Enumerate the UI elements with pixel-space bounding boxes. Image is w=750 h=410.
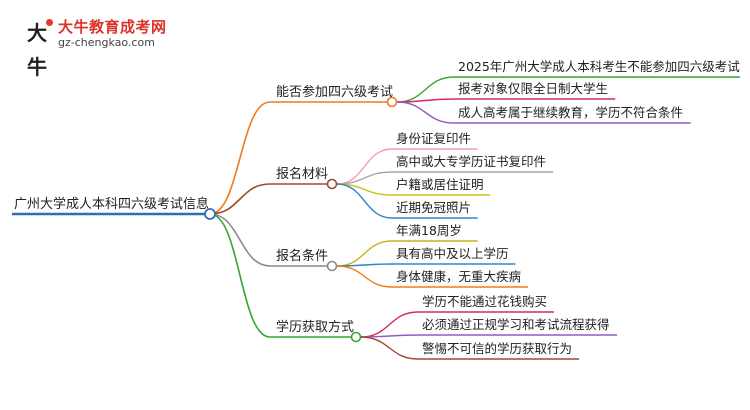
branch-node-circle <box>386 96 398 108</box>
site-logo: 大牛 大牛教育成考网 gz-chengkao.com <box>18 14 178 79</box>
branch-connector <box>209 101 271 215</box>
leaf-topic: 身份证复印件 <box>396 131 471 146</box>
branch-topic: 学历获取方式 <box>276 319 354 335</box>
branch-topic: 报名材料 <box>276 166 328 182</box>
leaf-topic: 近期免冠照片 <box>396 200 471 215</box>
leaf-topic: 年满18周岁 <box>396 223 462 238</box>
mindmap-nodes: 广州大学成人本科四六级考试信息 能否参加四六级考试 2025年广州大学成人本科考生不… <box>14 59 740 356</box>
root-topic: 广州大学成人本科四六级考试信息 <box>14 196 209 212</box>
leaf-topic: 具有高中及以上学历 <box>396 246 509 261</box>
leaf-connector <box>336 183 393 219</box>
leaf-topic: 学历不能通过花钱购买 <box>422 294 547 309</box>
leaf-connector <box>336 265 393 288</box>
branch-connector <box>209 213 271 267</box>
leaf-topic: 必须通过正规学习和考试流程获得 <box>422 317 610 332</box>
branch-topic: 报名条件 <box>276 248 328 264</box>
logo-mark-icon: 大牛 <box>20 16 54 79</box>
leaf-topic: 2025年广州大学成人本科考生不能参加四六级考试 <box>458 59 740 74</box>
logo-site-name: 大牛教育成考网 <box>58 18 167 36</box>
logo-site-url: gz-chengkao.com <box>58 36 155 49</box>
branch-node-circle <box>326 260 338 272</box>
branch-connector <box>209 183 271 215</box>
branch-node-circle <box>350 331 362 343</box>
leaf-topic: 高中或大专学历证书复印件 <box>396 154 546 169</box>
leaf-connector <box>360 336 419 360</box>
leaf-topic: 成人高考属于继续教育，学历不符合条件 <box>458 105 683 120</box>
leaf-connector <box>336 240 393 267</box>
leaf-connector <box>396 101 455 124</box>
leaf-topic: 报考对象仅限全日制大学生 <box>458 81 608 96</box>
mindmap-links <box>12 76 740 360</box>
branch-connector <box>209 213 271 338</box>
leaf-topic: 户籍或居住证明 <box>396 177 484 192</box>
branch-topic: 能否参加四六级考试 <box>276 84 393 100</box>
leaf-topic: 警惕不可信的学历获取行为 <box>422 341 572 356</box>
leaf-connector <box>396 76 455 103</box>
branch-node-circle <box>326 178 338 190</box>
root-node-circle <box>204 208 216 220</box>
leaf-connector <box>360 311 419 338</box>
leaf-topic: 身体健康，无重大疾病 <box>396 269 521 284</box>
